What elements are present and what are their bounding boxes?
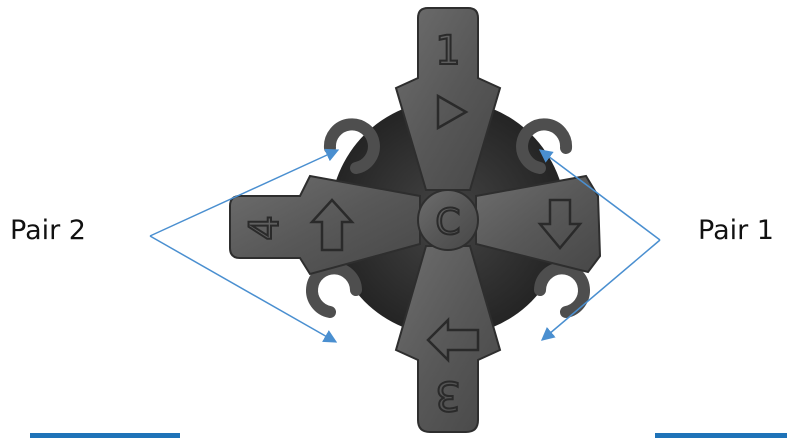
- pair2-label: Pair 2: [10, 215, 86, 246]
- mark-left: 4: [242, 215, 288, 240]
- clip-bottom-left: [312, 268, 356, 312]
- mark-top: 1: [435, 28, 460, 74]
- mark-center: C: [435, 202, 460, 243]
- clip-bottom-right: [540, 268, 584, 312]
- accent-bar-right: [655, 433, 787, 438]
- accent-bar-left: [30, 433, 180, 438]
- pair1-label: Pair 1: [698, 215, 774, 246]
- mark-bottom: 3: [435, 372, 460, 418]
